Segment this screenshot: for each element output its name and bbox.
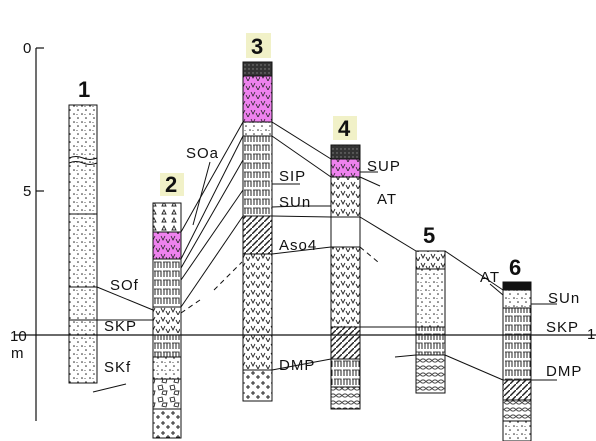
label-sip: SIP (279, 168, 306, 185)
column-3-label: 3 (251, 34, 263, 59)
correlation-lines (92, 121, 557, 393)
column-2-label-highlight (160, 173, 184, 196)
column-1 (68, 104, 98, 384)
label-skf: SKf (104, 359, 131, 376)
axis-right-marker: 1 (587, 326, 595, 343)
column-6-label: 6 (509, 255, 521, 280)
label-at-right: AT (480, 269, 500, 286)
label-sof: SOf (110, 277, 139, 294)
column-2-label: 2 (165, 172, 177, 197)
axis-tick-10: 10 (10, 328, 27, 345)
axis-tick-5: 5 (23, 183, 31, 200)
column-4-label-highlight (333, 116, 357, 140)
label-sun-mid: SUn (279, 194, 311, 211)
column-2 (152, 202, 182, 439)
column-4-label: 4 (338, 116, 351, 141)
column-1-label: 1 (78, 77, 90, 102)
label-soa: SOa (186, 145, 219, 162)
column-2-pumice-layer (152, 231, 182, 260)
column-3-label-highlight (246, 33, 271, 58)
label-skp-right: SKP (546, 319, 579, 336)
label-sup: SUP (367, 158, 401, 175)
column-3 (242, 61, 273, 402)
depth-axis: 0 5 10 m 1 (10, 40, 596, 421)
axis-tick-0: 0 (23, 40, 31, 57)
column-5-label: 5 (423, 223, 435, 248)
column-4-pumice-layer (330, 158, 361, 178)
column-6 (502, 281, 532, 441)
label-dmp-mid: DMP (279, 357, 315, 374)
label-at-mid: AT (377, 191, 397, 208)
label-dmp-right: DMP (546, 363, 582, 380)
axis-unit: m (11, 345, 24, 362)
label-sun-right: SUn (548, 290, 580, 307)
column-3-pumice-layer (242, 75, 273, 123)
column-4 (330, 144, 361, 410)
column-5 (415, 250, 446, 394)
label-skp-left: SKP (104, 318, 137, 335)
label-aso4: Aso4 (279, 237, 317, 254)
